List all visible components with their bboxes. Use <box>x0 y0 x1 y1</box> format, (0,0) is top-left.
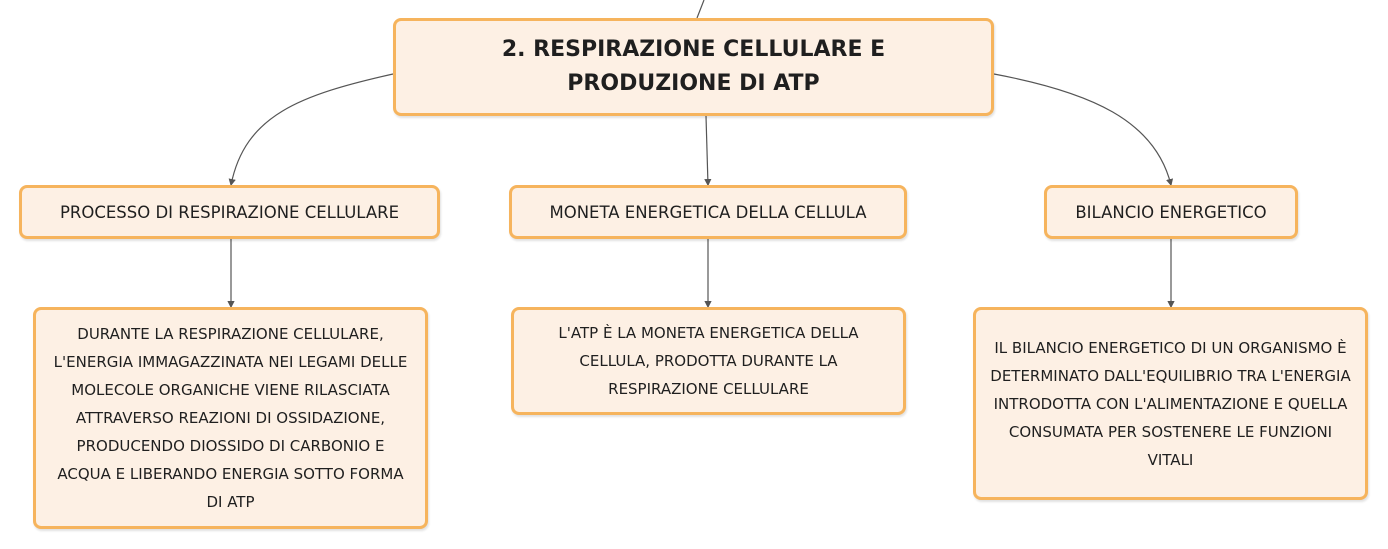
root-node[interactable]: 2. RESPIRAZIONE CELLULARE E PRODUZIONE D… <box>393 18 994 116</box>
topic-label: PROCESSO DI RESPIRAZIONE CELLULARE <box>59 202 400 222</box>
connector-root-to-topic-2 <box>704 115 712 187</box>
topic-node-moneta-energetica[interactable]: MONETA ENERGETICA DELLA CELLULA <box>509 185 907 239</box>
root-title: 2. RESPIRAZIONE CELLULARE E PRODUZIONE D… <box>501 37 886 96</box>
detail-node-bilancio-energetico[interactable]: IL BILANCIO ENERGETICO DI UN ORGANISMO È… <box>973 307 1368 500</box>
topic-node-processo-respirazione[interactable]: PROCESSO DI RESPIRAZIONE CELLULARE <box>19 185 440 239</box>
detail-node-processo-respirazione[interactable]: DURANTE LA RESPIRAZIONE CELLULARE, L'ENE… <box>33 307 428 529</box>
connector-root-to-topic-1 <box>228 73 394 187</box>
connector-root-to-topic-3 <box>993 73 1174 187</box>
detail-text: DURANTE LA RESPIRAZIONE CELLULARE, L'ENE… <box>53 325 408 511</box>
detail-node-moneta-energetica[interactable]: L'ATP È LA MONETA ENERGETICA DELLA CELLU… <box>511 307 906 415</box>
detail-text: L'ATP È LA MONETA ENERGETICA DELLA CELLU… <box>558 324 859 398</box>
topic-label: MONETA ENERGETICA DELLA CELLULA <box>549 202 867 222</box>
topic-label: BILANCIO ENERGETICO <box>1075 202 1267 222</box>
detail-text: IL BILANCIO ENERGETICO DI UN ORGANISMO È… <box>990 338 1351 469</box>
topic-node-bilancio-energetico[interactable]: BILANCIO ENERGETICO <box>1044 185 1298 239</box>
connector-parent-to-root <box>696 0 705 19</box>
